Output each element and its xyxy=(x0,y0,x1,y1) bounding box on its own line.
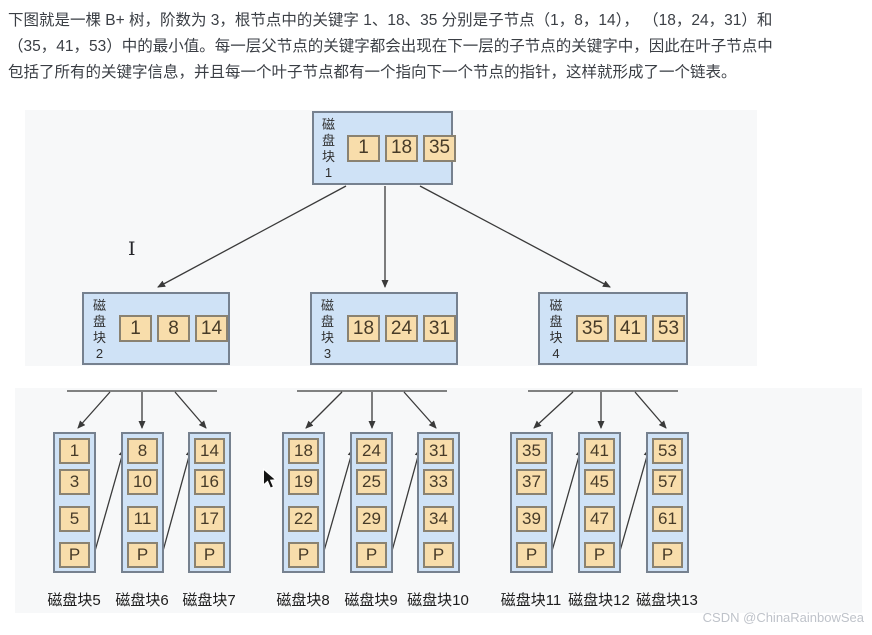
leaf-cell: 45 xyxy=(584,469,615,495)
key-cell: 1 xyxy=(347,134,381,162)
leaf-cell: 24 xyxy=(356,438,387,464)
leaf-pointer-cell: P xyxy=(423,542,454,568)
leaf-cell: 35 xyxy=(516,438,547,464)
leaf-disk-block-9: 24 25 29 P xyxy=(350,432,393,573)
node-disk-block-1: 磁盘块1 1 18 35 xyxy=(312,111,457,185)
leaf-pointer-cell: P xyxy=(356,542,387,568)
leaf-disk-block-6: 8 10 11 P xyxy=(121,432,164,573)
node-label: 磁盘块2 xyxy=(92,297,106,361)
leaf-cell: 16 xyxy=(194,469,225,495)
mouse-cursor-icon xyxy=(262,468,278,489)
key-cell: 53 xyxy=(652,315,685,342)
intro-paragraph: 下图就是一棵 B+ 树，阶数为 3，根节点中的关键字 1、18、35 分别是子节… xyxy=(8,8,866,86)
leaf-pointer-cell: P xyxy=(127,542,158,568)
leaf-cell: 10 xyxy=(127,469,158,495)
leaf-cell: 18 xyxy=(288,438,319,464)
node-disk-block-3: 磁盘块3 18 24 31 xyxy=(310,292,458,365)
node-keys: 18 24 31 xyxy=(347,315,456,342)
leaf-cell: 3 xyxy=(59,469,90,495)
leaf-disk-block-12: 41 45 47 P xyxy=(578,432,621,573)
leaf-cell: 41 xyxy=(584,438,615,464)
key-cell: 24 xyxy=(385,315,418,342)
leaf-disk-block-7: 14 16 17 P xyxy=(188,432,231,573)
leaf-caption: 磁盘块11 xyxy=(500,592,562,609)
leaf-pointer-cell: P xyxy=(59,542,90,568)
node-disk-block-2: 磁盘块2 1 8 14 xyxy=(82,292,230,365)
leaf-pointer-cell: P xyxy=(652,542,683,568)
node-keys: 1 8 14 xyxy=(119,315,228,342)
leaf-cell: 37 xyxy=(516,469,547,495)
leaf-cell: 19 xyxy=(288,469,319,495)
key-cell: 1 xyxy=(119,315,152,342)
leaf-disk-block-11: 35 37 39 P xyxy=(510,432,553,573)
leaf-cell: 22 xyxy=(288,506,319,532)
leaf-cell: 1 xyxy=(59,438,90,464)
node-disk-block-4: 磁盘块4 35 41 53 xyxy=(538,292,688,365)
key-cell: 41 xyxy=(614,315,647,342)
leaf-cell: 33 xyxy=(423,469,454,495)
node-label: 磁盘块4 xyxy=(549,297,563,361)
leaf-cell: 5 xyxy=(59,506,90,532)
leaf-disk-block-8: 18 19 22 P xyxy=(282,432,325,573)
leaf-cell: 25 xyxy=(356,469,387,495)
leaf-cell: 53 xyxy=(652,438,683,464)
leaf-cell: 39 xyxy=(516,506,547,532)
leaf-cell: 8 xyxy=(127,438,158,464)
leaf-pointer-cell: P xyxy=(516,542,547,568)
leaf-cell: 47 xyxy=(584,506,615,532)
node-keys: 35 41 53 xyxy=(576,315,685,342)
key-cell: 35 xyxy=(576,315,609,342)
leaf-disk-block-5: 1 3 5 P xyxy=(53,432,96,573)
key-cell: 35 xyxy=(423,134,457,162)
leaf-pointer-cell: P xyxy=(584,542,615,568)
leaf-caption: 磁盘块13 xyxy=(636,592,698,609)
leaf-caption: 磁盘块10 xyxy=(407,592,469,609)
leaf-caption: 磁盘块9 xyxy=(344,592,398,609)
leaf-cell: 57 xyxy=(652,469,683,495)
leaf-disk-block-10: 31 33 34 P xyxy=(417,432,460,573)
text-cursor-icon: I xyxy=(128,238,136,260)
paragraph-line: （35，41，53）中的最小值。每一层父节点的关键字都会出现在下一层的子节点的关… xyxy=(8,38,773,55)
leaf-cell: 61 xyxy=(652,506,683,532)
key-cell: 18 xyxy=(385,134,419,162)
key-cell: 31 xyxy=(423,315,456,342)
leaf-cell: 31 xyxy=(423,438,454,464)
node-label: 磁盘块3 xyxy=(320,297,334,361)
leaf-pointer-cell: P xyxy=(288,542,319,568)
watermark: CSDN @ChinaRainbowSea xyxy=(702,610,864,625)
leaf-cell: 34 xyxy=(423,506,454,532)
key-cell: 8 xyxy=(157,315,190,342)
leaf-cell: 29 xyxy=(356,506,387,532)
paragraph-line: 下图就是一棵 B+ 树，阶数为 3，根节点中的关键字 1、18、35 分别是子节… xyxy=(8,12,773,29)
leaf-caption: 磁盘块7 xyxy=(182,592,236,609)
key-cell: 14 xyxy=(195,315,228,342)
leaf-caption: 磁盘块8 xyxy=(276,592,330,609)
leaf-cell: 14 xyxy=(194,438,225,464)
leaf-caption: 磁盘块5 xyxy=(47,592,101,609)
leaf-disk-block-13: 53 57 61 P xyxy=(646,432,689,573)
leaf-cell: 17 xyxy=(194,506,225,532)
key-cell: 18 xyxy=(347,315,380,342)
leaf-caption: 磁盘块6 xyxy=(115,592,169,609)
leaf-caption: 磁盘块12 xyxy=(568,592,630,609)
leaf-pointer-cell: P xyxy=(194,542,225,568)
node-label: 磁盘块1 xyxy=(322,117,336,180)
paragraph-line: 包括了所有的关键字信息，并且每一个叶子节点都有一个指向下一个节点的指针，这样就形… xyxy=(8,64,737,81)
leaf-cell: 11 xyxy=(127,506,158,532)
node-keys: 1 18 35 xyxy=(347,134,457,162)
